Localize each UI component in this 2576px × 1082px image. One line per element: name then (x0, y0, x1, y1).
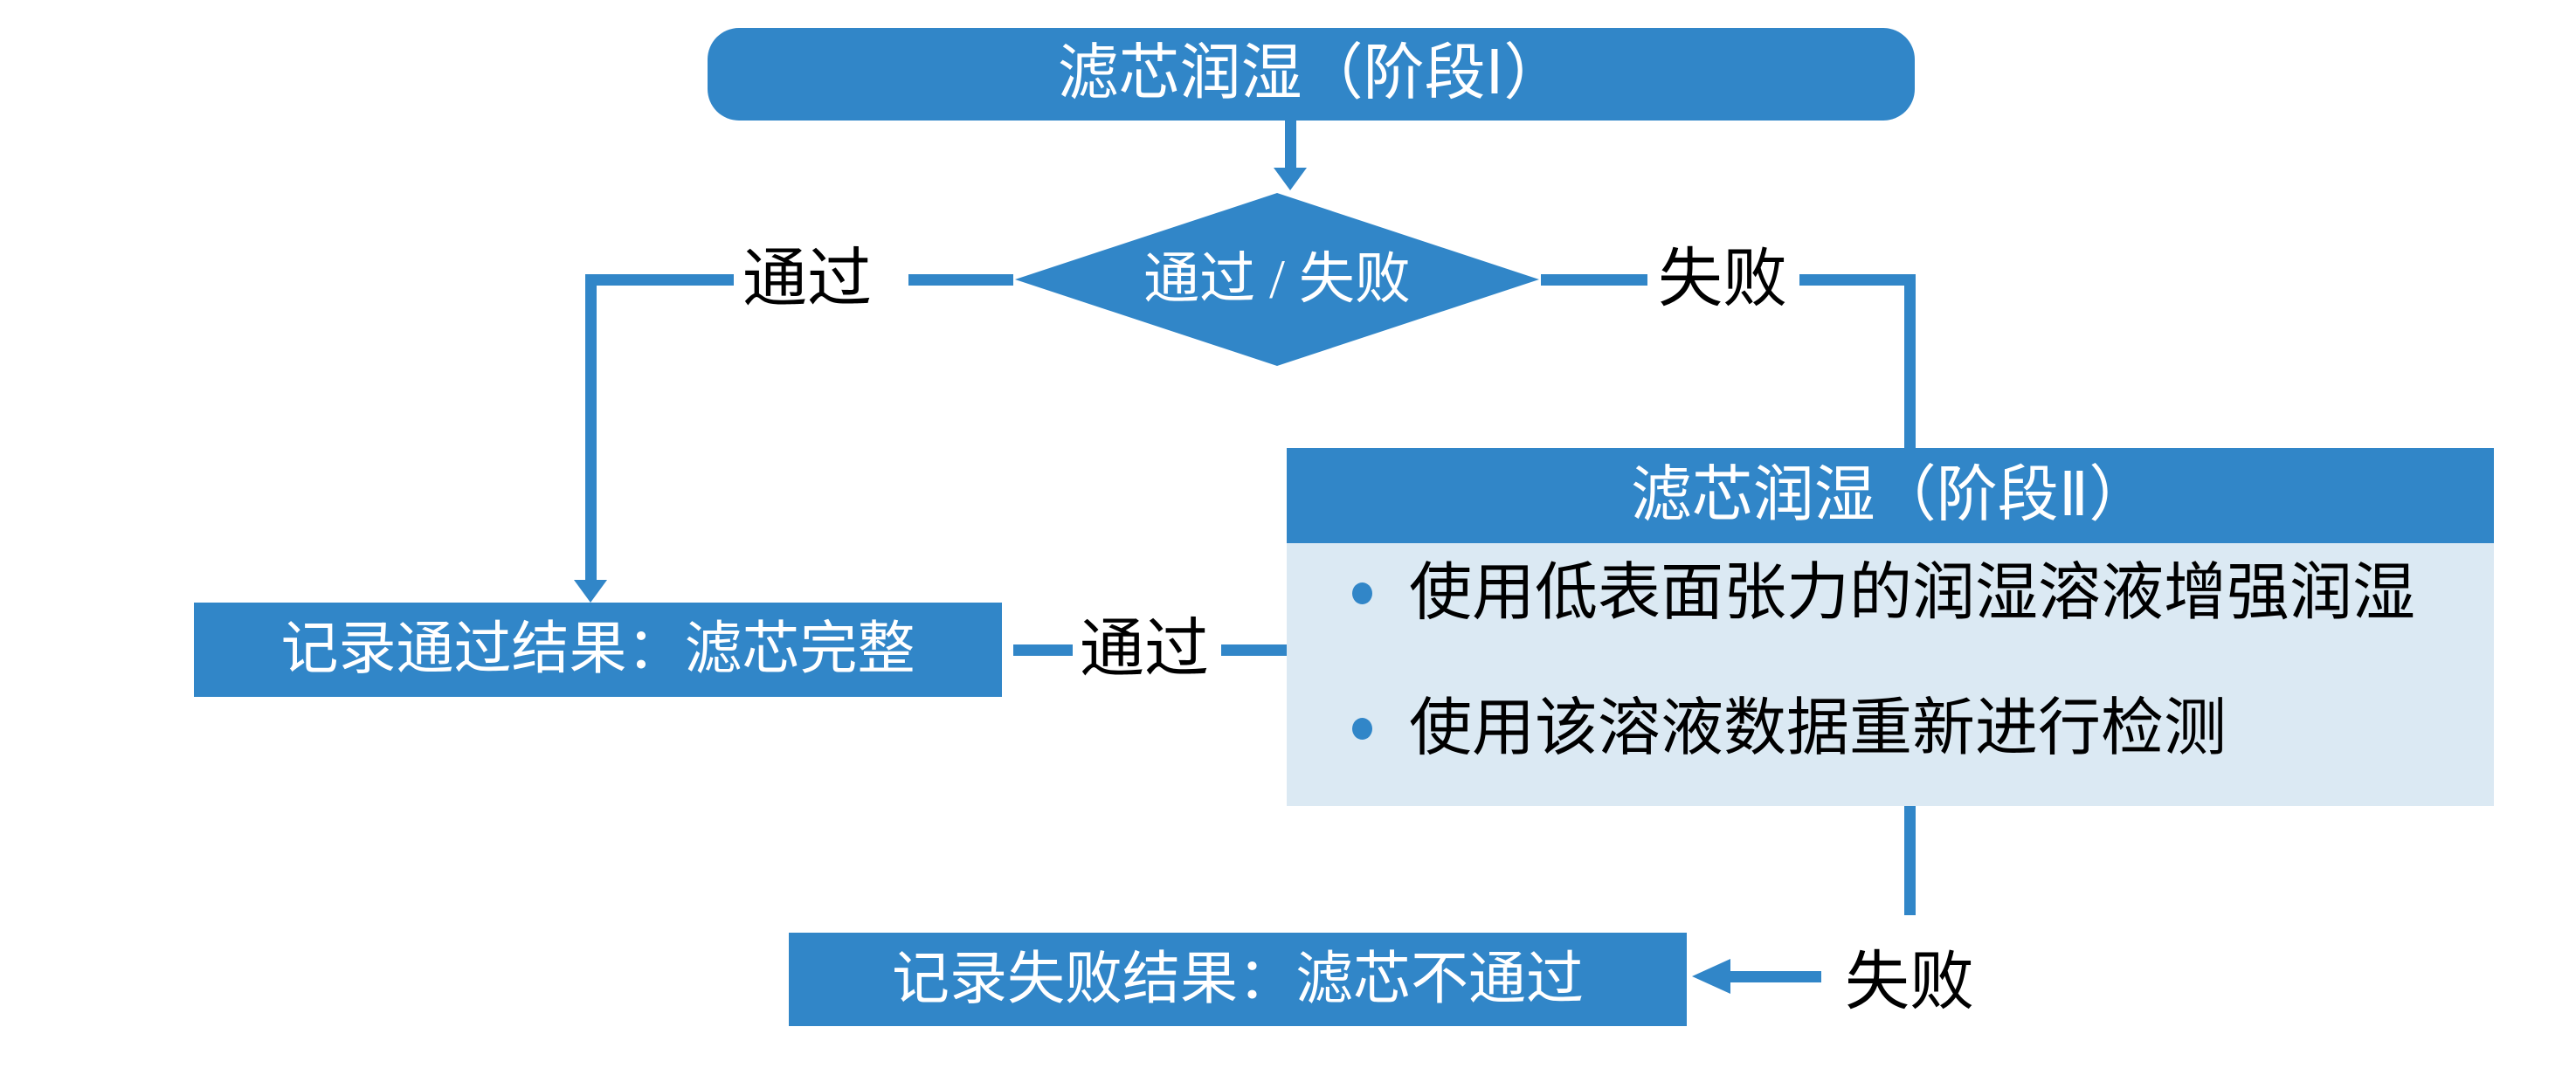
stage2-header: 滤芯润湿（阶段Ⅱ） (1287, 448, 2494, 543)
bullet-text: 使用低表面张力的润湿溶液增强润湿 (1409, 558, 2416, 628)
bullet-icon (1352, 582, 1372, 604)
connector-fail-vertical (1904, 274, 1916, 448)
connector-stage2fail-vertical (1904, 806, 1916, 915)
edge-label-fail-1: 失败 (1658, 244, 1787, 315)
connector-fail-seg-left (1541, 274, 1647, 286)
arrowhead-down-icon (574, 580, 607, 603)
stage2-node: 滤芯润湿（阶段Ⅱ） 使用低表面张力的润湿溶液增强润湿 使用该溶液数据重新进行检测 (1287, 448, 2494, 806)
connector-pass-seg-right (908, 274, 1013, 286)
pass-result-node: 记录通过结果：滤芯完整 (194, 603, 1002, 697)
connector-pass-seg-left (585, 274, 734, 286)
connector-pass-vertical (585, 274, 597, 582)
edge-label-pass-2: 通过 (1080, 614, 1209, 686)
arrowhead-down-icon (1274, 168, 1307, 190)
connector-stage2fail-horizontal (1730, 971, 1821, 982)
connector-stage2pass-seg-left (1013, 644, 1073, 656)
bullet-icon (1352, 717, 1372, 740)
edge-label-pass-1: 通过 (742, 244, 872, 315)
connector-stage2pass-seg-right (1221, 644, 1287, 656)
arrowhead-left-icon (1692, 959, 1730, 994)
fail-result-node: 记录失败结果：滤芯不通过 (789, 933, 1687, 1026)
edge-label-fail-2: 失败 (1845, 947, 1974, 1018)
stage1-node: 滤芯润湿（阶段Ⅰ） (708, 28, 1915, 121)
bullet-item: 使用该溶液数据重新进行检测 (1352, 693, 2459, 765)
connector-fail-seg-right (1799, 274, 1916, 286)
connector-stage1-decision (1285, 121, 1296, 169)
bullet-item: 使用低表面张力的润湿溶液增强润湿 (1352, 557, 2459, 630)
decision-diamond: 通过 / 失败 (1015, 193, 1539, 366)
bullet-text: 使用该溶液数据重新进行检测 (1409, 693, 2227, 763)
stage2-body: 使用低表面张力的润湿溶液增强润湿 使用该溶液数据重新进行检测 (1287, 543, 2494, 765)
